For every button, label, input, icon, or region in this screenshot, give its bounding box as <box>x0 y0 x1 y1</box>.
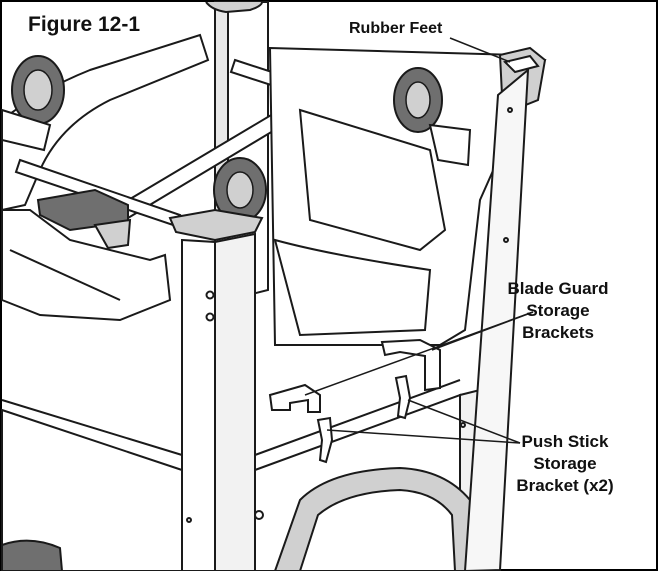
label-push-stick-line-1: Push Stick <box>521 432 609 451</box>
push-stick-bracket-left <box>316 416 334 464</box>
blade-guard-bracket-left <box>268 383 321 413</box>
wheel-housing <box>273 466 477 571</box>
foot-pedal <box>36 188 132 250</box>
leader-rubber-feet <box>449 37 511 63</box>
push-stick-bracket-right <box>394 374 412 420</box>
leader-push-stick-2 <box>326 429 521 444</box>
label-push-stick-line-2: Storage <box>533 454 597 473</box>
right-post <box>186 67 530 571</box>
blade-guard-bracket-right <box>380 338 441 392</box>
label-push-stick-storage-bracket: Push Stick Storage Bracket (x2) <box>490 431 640 497</box>
left-wheel <box>1 55 65 152</box>
center-wheel <box>213 157 267 223</box>
leader-push-stick-1 <box>407 399 521 444</box>
label-push-stick-line-3: Bracket (x2) <box>516 476 614 495</box>
label-blade-guard-storage-brackets: Blade Guard Storage Brackets <box>478 278 638 344</box>
callout-leader-lines <box>304 37 534 444</box>
label-blade-guard-line-3: Brackets <box>522 323 594 342</box>
front-corner-post <box>168 208 264 571</box>
label-blade-guard-line-2: Storage <box>526 301 590 320</box>
label-blade-guard-line-1: Blade Guard <box>507 279 609 298</box>
leader-blade-guard-2 <box>431 311 534 351</box>
left-bottom-wheel <box>1 539 64 571</box>
figure-title: Figure 12-1 <box>24 12 145 38</box>
label-rubber-feet: Rubber Feet <box>349 20 443 37</box>
right-wheel <box>393 67 472 167</box>
right-frame-arm <box>268 46 547 346</box>
